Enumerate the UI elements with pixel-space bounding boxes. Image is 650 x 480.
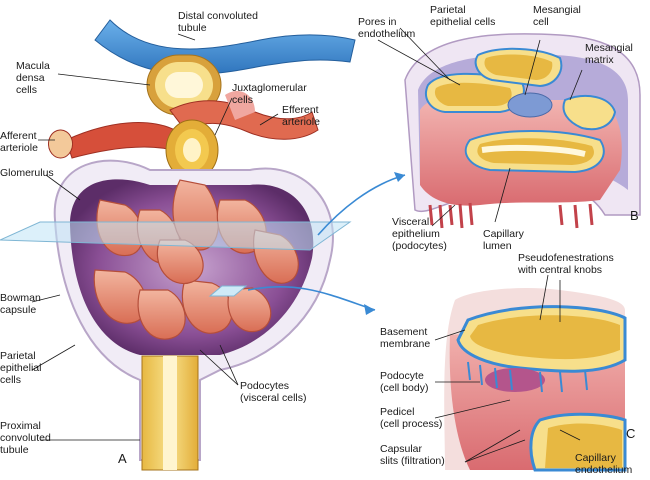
juxtaglomerular-shape — [165, 119, 219, 181]
panel-b-shape — [404, 33, 641, 229]
label-pores: Pores in endothelium — [358, 16, 416, 40]
label-capillary-lumen: Capillary lumen — [483, 228, 524, 252]
panel-c-shape — [444, 288, 627, 472]
macula-densa-shape — [146, 54, 222, 116]
panel-label-b: B — [630, 208, 639, 223]
label-capillary-endothelium: Capillary endothelium — [575, 452, 633, 476]
label-distal-tubule: Distal convoluted tubule — [178, 10, 258, 34]
label-glomerulus: Glomerulus — [0, 167, 54, 179]
label-mesangial-matrix: Mesangial matrix — [585, 42, 633, 66]
label-parietal-a: Parietal epithelial cells — [0, 350, 42, 386]
label-visceral: Visceral epithelium (podocytes) — [392, 216, 447, 252]
label-proximal: Proximal convoluted tubule — [0, 420, 51, 456]
arrow-head-b — [394, 172, 405, 182]
label-basement: Basement membrane — [380, 326, 431, 350]
label-pedicel: Pedicel (cell process) — [380, 406, 443, 430]
label-bowman: Bowman capsule — [0, 292, 41, 316]
label-capsular-slits: Capsular slits (filtration) — [380, 443, 445, 467]
label-podocyte-body: Podocyte (cell body) — [380, 370, 429, 394]
label-parietal-b: Parietal epithelial cells — [430, 4, 496, 28]
label-afferent: Afferent arteriole — [0, 130, 38, 154]
label-pseudofenestrations: Pseudofenestrations with central knobs — [518, 252, 614, 276]
arrow-head-c — [364, 304, 375, 315]
panel-label-c: C — [626, 426, 636, 441]
label-macula-densa: Macula densa cells — [16, 60, 50, 96]
label-podocytes-a: Podocytes (visceral cells) — [240, 380, 307, 404]
proximal-tubule-shape — [141, 355, 199, 471]
panel-label-a: A — [118, 451, 127, 466]
label-mesangial-cell: Mesangial cell — [533, 4, 581, 28]
label-juxtaglomerular: Juxtaglomerular cells — [232, 82, 307, 106]
leader-lines — [31, 27, 583, 463]
label-efferent: Efferent arteriole — [282, 104, 320, 128]
zoom-arrows — [247, 174, 406, 311]
section-plane — [0, 221, 352, 297]
